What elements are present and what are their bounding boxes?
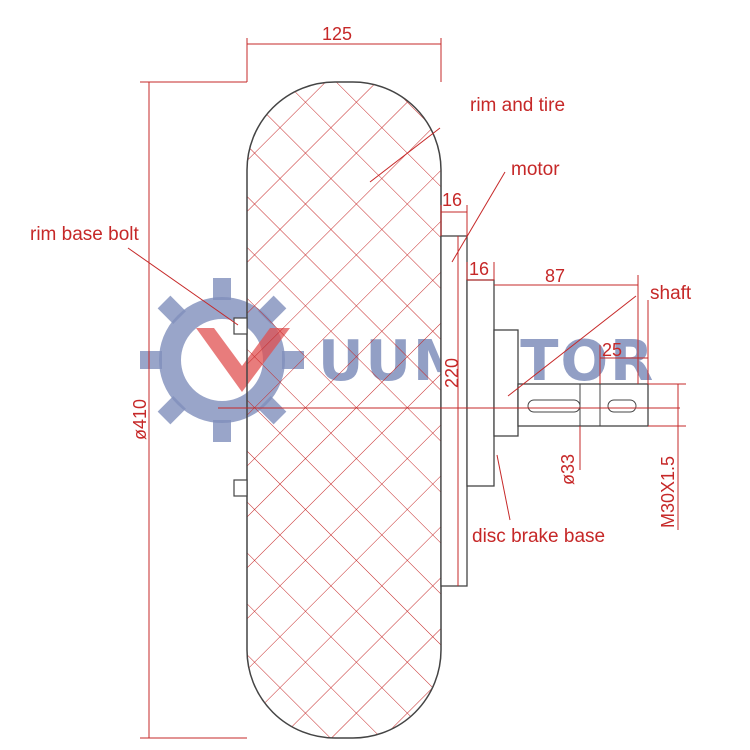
rim-base-bolt-upper — [233, 317, 248, 335]
label-rim-and-tire: rim and tire — [470, 95, 565, 116]
label-disc-brake-base: disc brake base — [472, 526, 605, 547]
rim-and-tire — [246, 81, 442, 739]
dim-rim-width: 125 — [322, 24, 352, 44]
label-rim-base-bolt: rim base bolt — [30, 224, 139, 245]
dim-shaft-diameter: ø33 — [558, 454, 578, 485]
label-shaft: shaft — [650, 283, 692, 304]
dim-thread: M30X1.5 — [658, 456, 678, 528]
rim-base-bolt-lower — [233, 479, 248, 497]
dimension-lines — [127, 38, 686, 739]
shaft-collar — [493, 329, 519, 437]
dim-shaft-length: 87 — [545, 266, 565, 286]
dim-disc-width: 16 — [469, 259, 489, 279]
motor-plate — [440, 235, 468, 587]
shaft — [517, 383, 649, 427]
dim-motor-height: 220 — [442, 358, 462, 388]
dim-shaft-end: 25 — [602, 340, 622, 360]
disc-brake-base — [466, 279, 495, 487]
label-motor: motor — [511, 159, 560, 180]
dim-motor-width: 16 — [442, 190, 462, 210]
dim-diameter: ø410 — [130, 399, 150, 440]
